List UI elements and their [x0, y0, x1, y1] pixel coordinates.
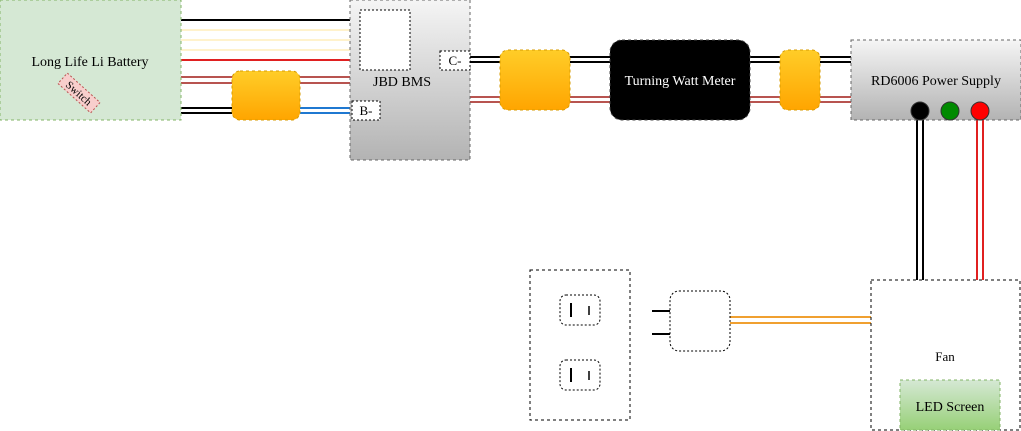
psu-negative-wire — [916, 110, 924, 280]
psu-terminal-black — [910, 101, 930, 121]
meter-output-connector — [779, 49, 821, 111]
fan-label: Fan — [935, 349, 955, 364]
power-supply[interactable]: RD6006 Power Supply — [850, 39, 1021, 121]
outlet-socket-top — [559, 294, 601, 326]
fan-led-screen: LED Screen — [899, 379, 1001, 431]
battery-negative-wire — [181, 107, 232, 114]
wall-outlet — [529, 269, 631, 421]
bms-label: JBD BMS — [373, 75, 431, 90]
svg-text:LED Screen: LED Screen — [916, 400, 985, 415]
bms-c-minus-terminal: C- — [439, 50, 471, 71]
bms[interactable]: JBD BMS C- B- — [349, 0, 471, 161]
bms-b-minus-wire — [300, 107, 352, 114]
battery[interactable]: Long Life Li Battery Switch — [0, 0, 182, 121]
fan-mains-wire — [730, 316, 871, 324]
battery-connector — [231, 70, 301, 121]
outlet-socket-bottom — [559, 359, 601, 391]
bms-b-minus-terminal: B- — [351, 100, 381, 121]
battery-label: Long Life Li Battery — [31, 55, 148, 70]
psu-terminal-red — [970, 101, 990, 121]
fan[interactable]: Fan LED Screen — [870, 279, 1021, 431]
svg-text:C-: C- — [449, 53, 462, 68]
power-plug — [652, 290, 731, 352]
watt-meter-label: Turning Watt Meter — [625, 74, 736, 89]
power-supply-label: RD6006 Power Supply — [871, 74, 1001, 89]
psu-terminal-green — [940, 101, 960, 121]
svg-text:B-: B- — [360, 103, 373, 118]
battery-balance-wires — [181, 19, 350, 61]
bms-balance-port — [359, 9, 411, 71]
psu-positive-wire — [976, 110, 984, 280]
watt-meter[interactable]: Turning Watt Meter — [609, 39, 751, 121]
bms-output-connector — [499, 49, 571, 111]
